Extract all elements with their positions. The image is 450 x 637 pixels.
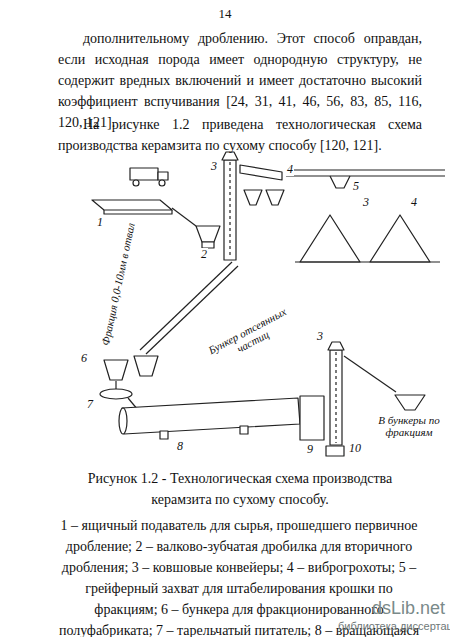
kiln-end <box>119 408 127 434</box>
truck-cab <box>158 172 168 180</box>
watermark: dsLib.net <box>372 598 445 619</box>
figure-note: Бункер отсеянных частиц <box>190 296 311 376</box>
legend-text: 1 – ящичный подаватель для сырья, прошед… <box>55 515 423 637</box>
hopper <box>244 190 262 205</box>
callout-number: 3 <box>210 160 218 173</box>
truck-wheel <box>159 180 165 186</box>
figure-caption: Рисунок 1.2 - Технологическая схема прои… <box>70 468 410 510</box>
bucket-elevator <box>224 160 236 260</box>
callout-number: 1 <box>96 216 104 229</box>
rotary-kiln <box>122 398 300 434</box>
discharge-chute <box>344 356 396 392</box>
overhead-rail <box>286 169 445 170</box>
kiln-support <box>240 426 248 434</box>
figure-note: Фракция 0,0-10мм в отвал <box>99 219 138 349</box>
elevator-belt <box>229 162 230 258</box>
bunker <box>104 360 128 380</box>
crusher <box>326 446 344 456</box>
figure-note: В бункеры по фракциям <box>372 414 446 438</box>
callout-number: 3 <box>362 196 370 209</box>
chute <box>172 208 196 226</box>
cooler <box>300 396 324 440</box>
callout-number: 3 <box>316 330 324 343</box>
elevator-belt <box>335 352 336 443</box>
watermark: библиотека диссертаций <box>338 620 450 632</box>
roll-crusher <box>196 226 220 242</box>
callout-number: 4 <box>410 196 418 209</box>
callout-number: 10 <box>348 442 362 455</box>
overhead-rail <box>286 175 445 176</box>
belt-conveyor <box>140 262 232 350</box>
callout-number: 4 <box>286 163 294 176</box>
truck-wheel <box>133 180 139 186</box>
feeder-chute <box>115 381 116 389</box>
truck-body <box>130 168 158 180</box>
callout-number: 9 <box>306 443 314 456</box>
elevator-head <box>328 342 344 350</box>
kiln-support <box>160 431 168 439</box>
bucket-elevator <box>330 350 342 445</box>
callout-number: 2 <box>200 248 208 261</box>
callout-number: 7 <box>86 398 94 411</box>
callout-number: 6 <box>80 352 88 365</box>
bunker <box>134 356 158 376</box>
stockpile <box>300 215 360 262</box>
box-feeder <box>92 200 172 210</box>
page-number: 14 <box>0 6 450 22</box>
stockpile <box>370 215 430 262</box>
floor-line <box>295 261 440 262</box>
grab <box>330 176 350 188</box>
callout-number: 5 <box>352 180 360 193</box>
hopper <box>266 190 284 205</box>
body-paragraph: На рисунке 1.2 приведена технологическая… <box>58 114 422 156</box>
box-feeder-side <box>104 210 172 214</box>
callout-number: 8 <box>176 440 184 453</box>
receiving-hopper <box>395 395 425 410</box>
elevator-head <box>222 152 238 160</box>
vibrating-screen <box>240 165 282 180</box>
plate-feeder <box>100 389 132 399</box>
